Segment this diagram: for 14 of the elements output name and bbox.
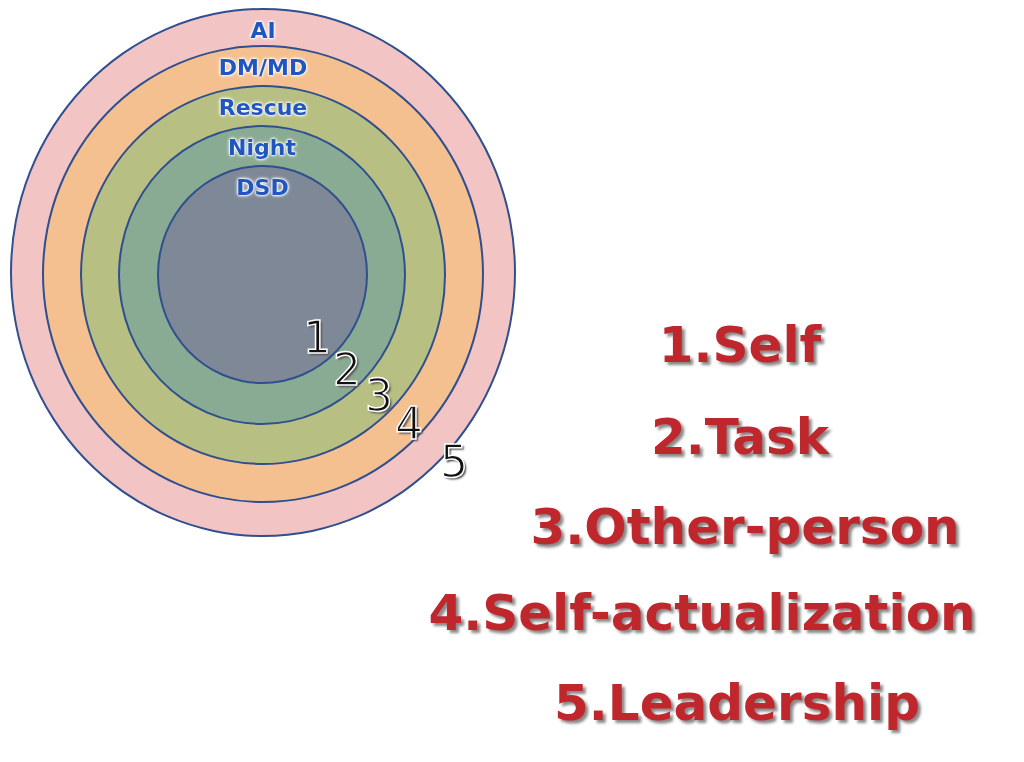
list-item: 4.Self-actualization bbox=[428, 588, 976, 638]
ring-label: DSD bbox=[236, 175, 289, 200]
list-item: 2.Task bbox=[650, 412, 830, 462]
ring-number: 2 bbox=[333, 348, 361, 392]
ring-number: 1 bbox=[303, 316, 331, 360]
list-item: 1.Self bbox=[658, 320, 822, 370]
ring-label: Night bbox=[228, 135, 296, 160]
list-item: 3.Other-person bbox=[530, 502, 960, 552]
ring-number: 3 bbox=[365, 374, 393, 418]
list-item: 5.Leadership bbox=[554, 678, 920, 728]
ring-label: DM/MD bbox=[218, 55, 308, 80]
ring-label: AI bbox=[250, 18, 276, 43]
ring-number: 4 bbox=[395, 402, 423, 446]
ring-label: Rescue bbox=[218, 95, 308, 120]
